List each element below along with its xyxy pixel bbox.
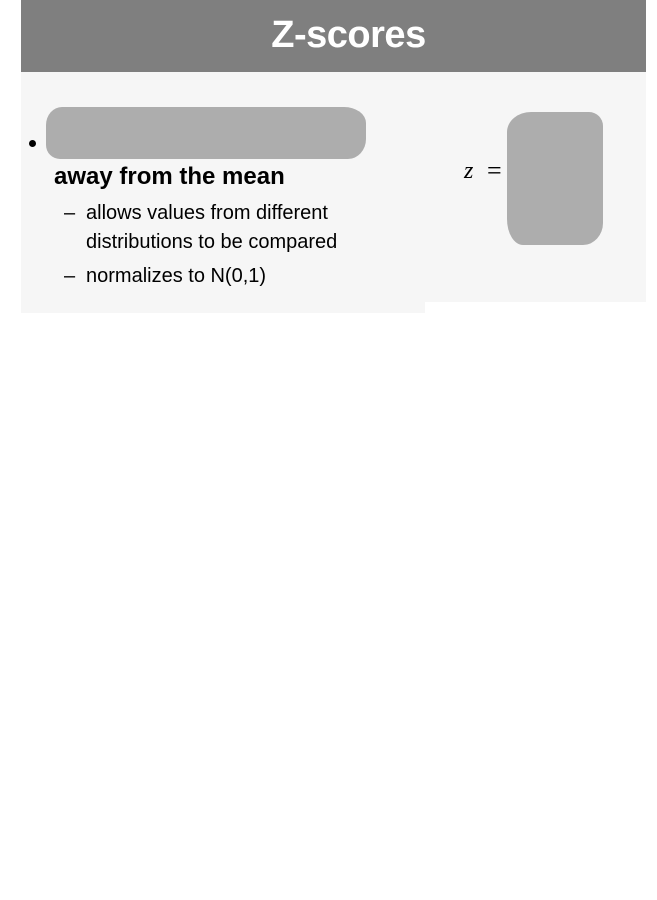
sub-item-text: allows values from different	[86, 202, 328, 224]
bullet-icon	[29, 140, 36, 147]
content-area-lower-strip	[21, 302, 425, 313]
title-bar: Z-scores	[21, 0, 646, 72]
formula-variable: z	[464, 158, 474, 184]
sub-item-dash: –	[64, 202, 76, 224]
formula-equals: =	[487, 156, 502, 185]
redacted-formula-block	[507, 112, 603, 245]
sub-item-text: normalizes to N(0,1)	[86, 265, 267, 287]
sub-item-text: distributions to be compared	[86, 231, 338, 253]
redacted-text-block	[46, 107, 366, 159]
slide-title: Z-scores	[271, 14, 426, 56]
bullet-main-text: away from the mean	[54, 163, 285, 190]
sub-item-dash: –	[64, 265, 76, 287]
